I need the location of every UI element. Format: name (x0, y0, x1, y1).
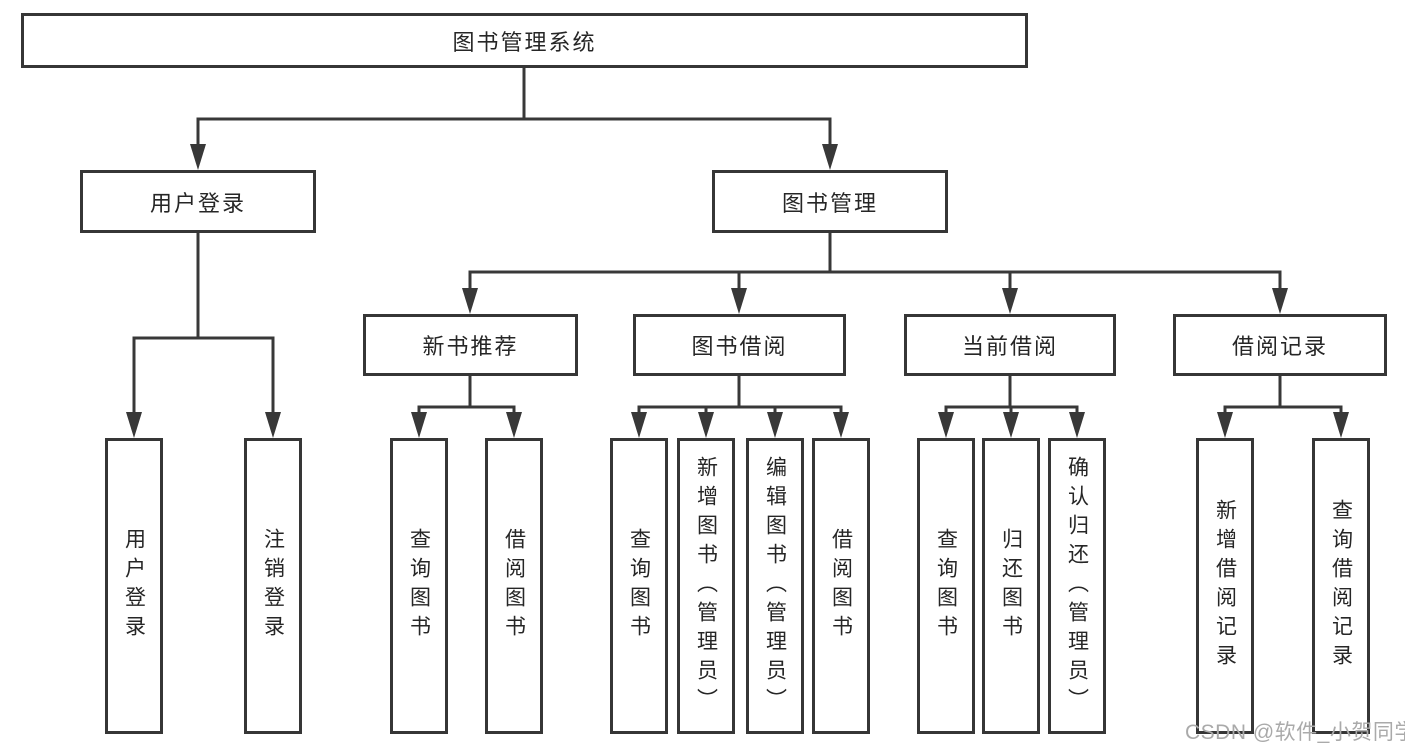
leaf-label: 编辑图书（管理员） (763, 455, 787, 717)
node-borrowing-records: 借阅记录 (1173, 314, 1387, 376)
leaf-label: 查询借阅记录 (1329, 499, 1353, 673)
leaf-label: 注销登录 (261, 528, 285, 644)
node-leaf-confirm-return-admin: 确认归还（管理员） (1048, 438, 1106, 734)
node-leaf-logout: 注销登录 (244, 438, 302, 734)
node-user-login: 用户登录 (80, 170, 316, 233)
node-leaf-borrow-books: 借阅图书 (812, 438, 870, 734)
csdn-watermark: CSDN @软件_小贺同学 (1185, 721, 1405, 744)
node-leaf-query-books-borrowing: 查询图书 (610, 438, 668, 734)
node-leaf-add-borrow-record: 新增借阅记录 (1196, 438, 1254, 734)
node-current-borrowing: 当前借阅 (904, 314, 1116, 376)
node-leaf-query-borrow-record: 查询借阅记录 (1312, 438, 1370, 734)
node-book-borrowing: 图书借阅 (633, 314, 846, 376)
leaf-label: 查询图书 (407, 528, 431, 644)
leaf-label: 归还图书 (999, 528, 1023, 644)
node-leaf-return-book: 归还图书 (982, 438, 1040, 734)
node-leaf-borrow-books-recommend: 借阅图书 (485, 438, 543, 734)
leaf-label: 借阅图书 (502, 528, 526, 644)
node-leaf-edit-book-admin: 编辑图书（管理员） (746, 438, 804, 734)
node-leaf-user-login: 用户登录 (105, 438, 163, 734)
leaf-label: 确认归还（管理员） (1065, 455, 1089, 717)
leaf-label: 新增图书（管理员） (694, 455, 718, 717)
node-leaf-query-books-current: 查询图书 (917, 438, 975, 734)
leaf-label: 借阅图书 (829, 528, 853, 644)
node-root-library-management-system: 图书管理系统 (21, 13, 1028, 68)
node-leaf-add-book-admin: 新增图书（管理员） (677, 438, 735, 734)
node-book-management: 图书管理 (712, 170, 948, 233)
node-leaf-query-books-recommend: 查询图书 (390, 438, 448, 734)
leaf-label: 用户登录 (122, 528, 146, 644)
leaf-label: 新增借阅记录 (1213, 499, 1237, 673)
leaf-label: 查询图书 (627, 528, 651, 644)
leaf-label: 查询图书 (934, 528, 958, 644)
node-new-book-recommendation: 新书推荐 (363, 314, 578, 376)
